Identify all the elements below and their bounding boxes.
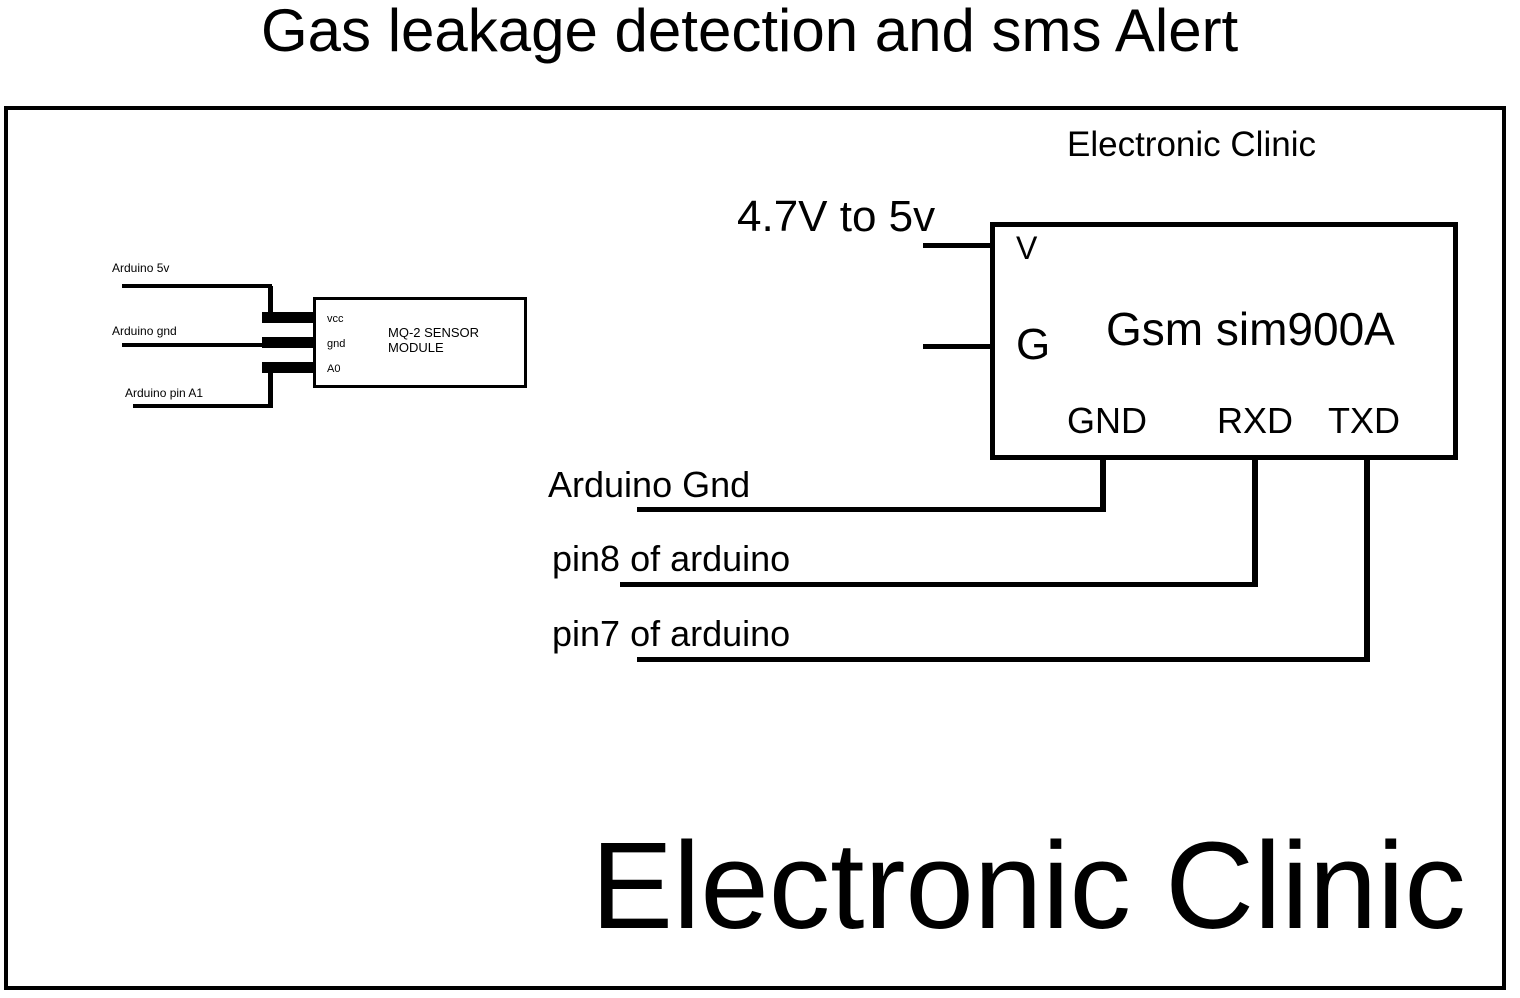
wire-gnd-horizontal xyxy=(637,507,1106,512)
wire-rxd-horizontal xyxy=(620,582,1258,587)
mq2-wire-label-gnd: Arduino gnd xyxy=(112,324,177,338)
gsm-pin-label-txd: TXD xyxy=(1328,400,1400,441)
mq2-module-name-line2: MODULE xyxy=(388,340,444,355)
wire-arduino5v-vertical xyxy=(268,286,273,314)
mq2-pin-label-vcc: vcc xyxy=(327,313,344,325)
wire-label-pin8: pin8 of arduino xyxy=(552,538,791,579)
diagram-frame xyxy=(4,106,1506,990)
mq2-module-name-line1: MQ-2 SENSOR xyxy=(388,325,480,340)
brand-text-top: Electronic Clinic xyxy=(1067,125,1316,164)
gsm-pin-label-gnd: GND xyxy=(1067,400,1147,441)
gsm-pin-label-rxd: RXD xyxy=(1217,400,1294,441)
gsm-pin-label-g: G xyxy=(1016,320,1051,369)
mq2-pin-label-gnd: gnd xyxy=(327,338,346,350)
wire-arduino5v-horizontal xyxy=(122,284,272,288)
gsm-pin-label-v: V xyxy=(1016,230,1038,266)
wire-txd-vertical xyxy=(1364,458,1370,662)
wire-pina1-horizontal xyxy=(133,404,273,408)
wire-arduinognd-horizontal xyxy=(122,343,264,347)
page-title: Gas leakage detection and sms Alert xyxy=(261,0,1239,64)
mq2-pin-label-a0: A0 xyxy=(327,363,341,375)
wire-label-pin7: pin7 of arduino xyxy=(552,613,791,654)
wire-rxd-vertical xyxy=(1252,458,1258,587)
mq2-pin-bar-gnd xyxy=(262,337,315,348)
mq2-module-name: MQ-2 SENSOR MODULE xyxy=(388,325,479,355)
wire-txd-horizontal xyxy=(637,657,1370,662)
mq2-wire-label-a1: Arduino pin A1 xyxy=(125,386,204,400)
brand-text-bottom: Electronic Clinic xyxy=(591,818,1466,955)
mq2-pin-bar-vcc xyxy=(262,312,315,323)
gsm-module-box xyxy=(990,222,1458,460)
wire-label-arduino-gnd: Arduino Gnd xyxy=(548,464,751,505)
wire-gnd-vertical xyxy=(1100,458,1106,512)
wire-supply-horizontal xyxy=(923,243,990,248)
mq2-pin-bar-a0 xyxy=(262,362,315,373)
gsm-module-name: Gsm sim900A xyxy=(1106,303,1395,355)
wire-g-horizontal xyxy=(923,344,990,349)
wire-pina1-vertical xyxy=(268,373,273,408)
gsm-supply-label: 4.7V to 5v xyxy=(737,192,936,241)
mq2-module-box xyxy=(313,297,527,388)
mq2-wire-label-5v: Arduino 5v xyxy=(112,261,170,275)
